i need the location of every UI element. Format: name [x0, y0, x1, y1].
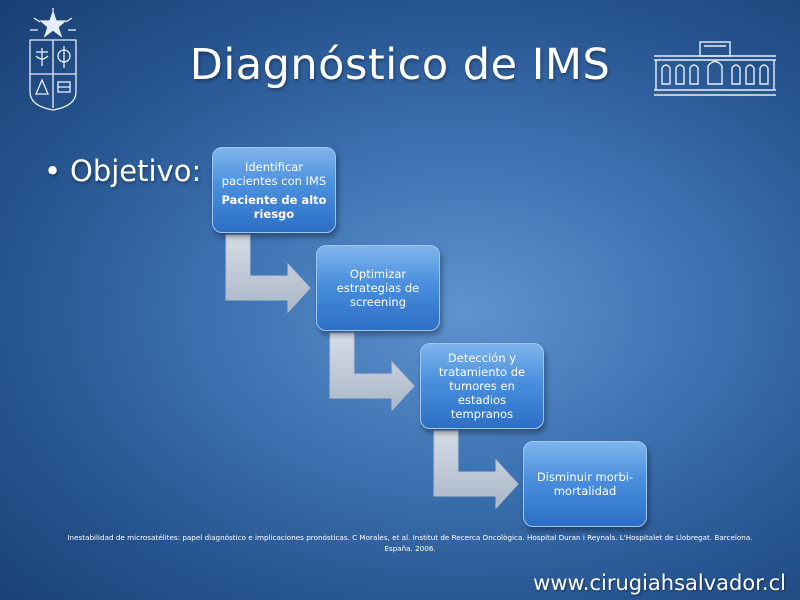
- step-1-box: Identificar pacientes con IMS Paciente d…: [212, 147, 336, 233]
- step-3-text: Detección y tratamiento de tumores en es…: [438, 351, 526, 421]
- step-2-box: Optimizar estrategias de screening: [316, 245, 440, 331]
- university-crest-icon: [29, 8, 77, 111]
- bullet-marker: •: [44, 154, 62, 188]
- hospital-building-icon: [654, 41, 776, 96]
- bullet-label: Objetivo:: [70, 154, 202, 188]
- step-1-subtext: Paciente de alto riesgo: [221, 192, 327, 221]
- arrow-step-3-to-4: [433, 430, 519, 510]
- step-4-text: Disminuir morbi-mortalidad: [536, 470, 634, 498]
- bullet-objetivo: •Objetivo:: [44, 154, 201, 188]
- website-url: www.cirugiahsalvador.cl: [533, 571, 786, 595]
- step-1-text: Identificar pacientes con IMS: [221, 159, 327, 188]
- step-2-text: Optimizar estrategias de screening: [336, 267, 420, 309]
- reference-citation: Inestabilidad de microsatélites: papel d…: [67, 533, 753, 553]
- slide-title: Diagnóstico de IMS: [189, 40, 611, 90]
- step-3-box: Detección y tratamiento de tumores en es…: [420, 343, 544, 429]
- step-4-box: Disminuir morbi-mortalidad: [523, 441, 647, 527]
- arrow-step-2-to-3: [329, 332, 415, 412]
- arrow-step-1-to-2: [225, 234, 311, 314]
